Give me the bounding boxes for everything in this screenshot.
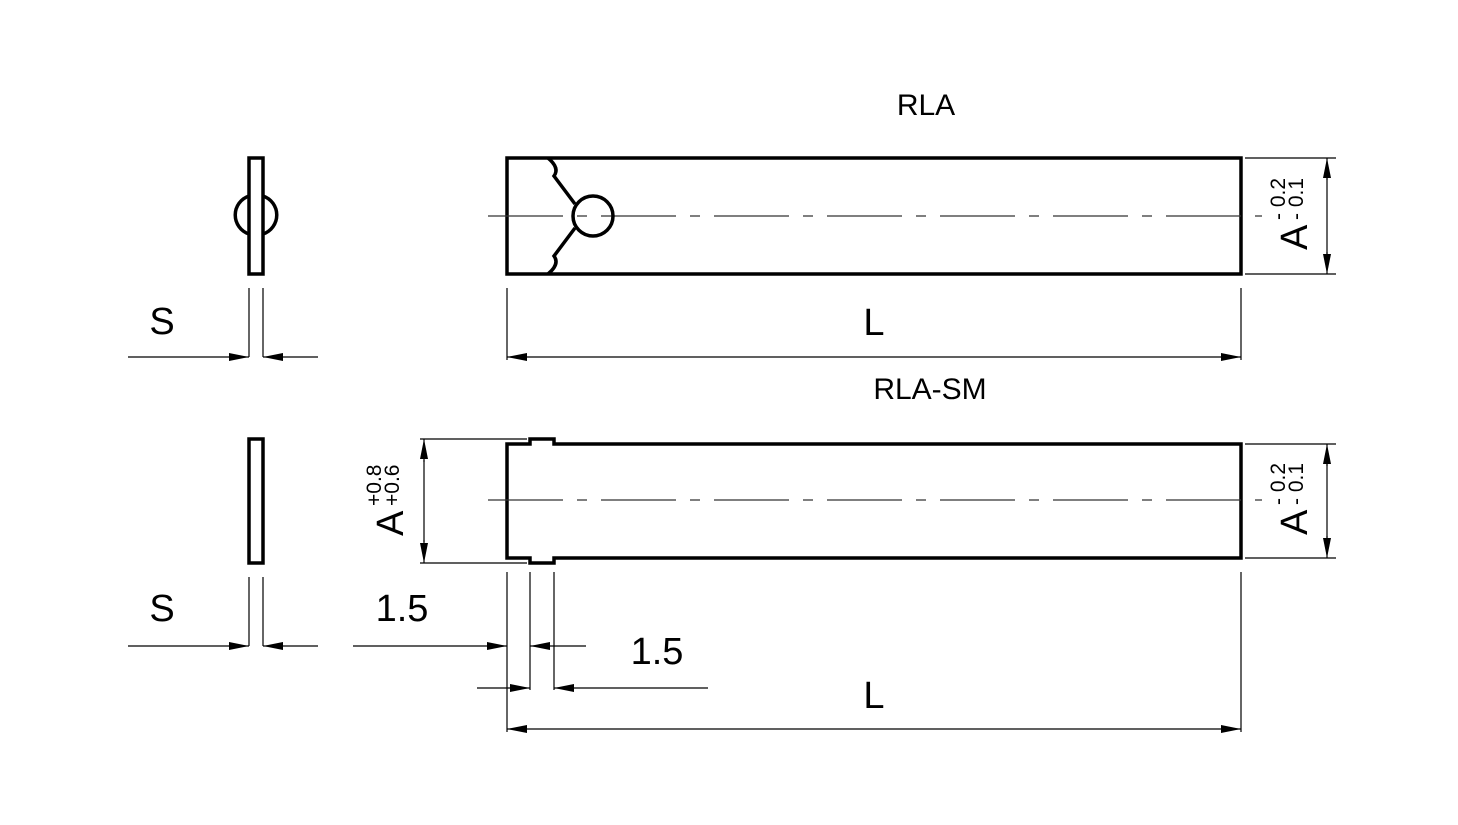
rla-side-profile: S (128, 156, 318, 361)
svg-text:+0.6: +0.6 (381, 465, 404, 506)
rla-width-label: A - 0.2 - 0.1 (1267, 178, 1316, 250)
rla-sm-title: RLA-SM (873, 373, 986, 406)
svg-text:- 0.1: - 0.1 (1285, 463, 1308, 505)
rla-side-bulge-left (233, 194, 250, 236)
svg-text:A: A (370, 510, 412, 536)
rla-sm-width-label: A - 0.2 - 0.1 (1267, 463, 1316, 535)
rla-front-view: A - 0.2 - 0.1 L (488, 156, 1336, 361)
rla-sm-step-2-label: 1.5 (631, 631, 684, 673)
rla-sm-end-width-label: A +0.8 +0.6 (363, 465, 412, 536)
svg-text:- 0.2: - 0.2 (1267, 178, 1290, 220)
svg-text:- 0.1: - 0.1 (1285, 178, 1308, 220)
rla-length-label: L (863, 302, 884, 344)
rla-spring-lower (546, 226, 577, 276)
svg-text:+0.8: +0.8 (363, 465, 386, 506)
rla-sm-length-label: L (863, 675, 884, 717)
rla-spring-upper (546, 156, 577, 206)
rla-sm-step-1-label: 1.5 (376, 588, 429, 630)
svg-text:A: A (1274, 224, 1316, 250)
rla-sm-front-view: A +0.8 +0.6 A - 0.2 - 0.1 1.5 (353, 437, 1336, 733)
svg-text:A: A (1274, 509, 1316, 535)
rla-sm-view: RLA-SM S A +0.8 +0.6 (128, 373, 1336, 733)
rla-sm-side-strip (247, 437, 265, 565)
rla-view: RLA S A - 0.2 (128, 89, 1336, 361)
rla-side-strip (247, 156, 265, 276)
rla-sm-body (505, 437, 1243, 565)
rla-sm-side-profile: S (128, 437, 318, 650)
svg-text:- 0.2: - 0.2 (1267, 463, 1290, 505)
rla-hole (571, 194, 615, 238)
rla-sm-thickness-label: S (149, 588, 174, 630)
rla-thickness-label: S (149, 301, 174, 343)
rla-side-bulge-right (262, 194, 279, 236)
rla-title: RLA (897, 89, 955, 122)
